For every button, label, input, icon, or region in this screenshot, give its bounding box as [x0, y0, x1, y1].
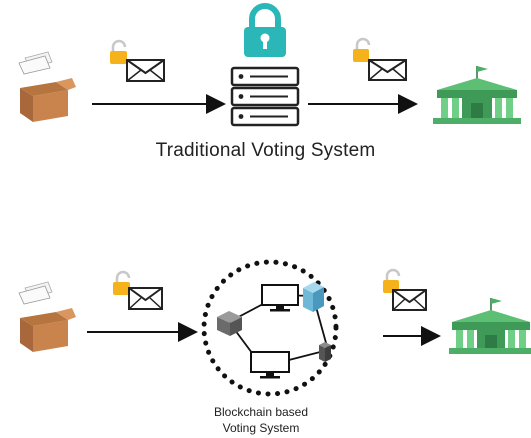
monitor-icon — [250, 351, 290, 379]
blockchain-caption: Blockchain based Voting System — [196, 404, 326, 436]
ballot-box-icon — [18, 51, 76, 122]
envelope-icon — [368, 59, 407, 81]
blockchain-caption-line1: Blockchain based — [213, 405, 309, 419]
padlock-icon — [110, 39, 127, 64]
padlock-icon-open — [353, 37, 371, 62]
ballot-box-icon — [18, 281, 76, 352]
padlock-icon — [113, 270, 131, 295]
large-padlock-icon — [244, 3, 286, 57]
server-node-icon — [217, 311, 242, 336]
envelope-icon — [126, 59, 165, 82]
envelope-icon — [128, 287, 163, 310]
traditional-caption: Traditional Voting System — [155, 140, 376, 161]
monitor-icon — [261, 284, 299, 312]
government-building-icon — [433, 66, 521, 124]
government-building-icon — [449, 298, 531, 354]
server-node-icon — [319, 342, 331, 362]
database-server-icon — [303, 282, 324, 312]
server-icon — [230, 66, 300, 127]
blockchain-caption-line2: Voting System — [222, 421, 300, 435]
envelope-icon — [392, 289, 427, 311]
